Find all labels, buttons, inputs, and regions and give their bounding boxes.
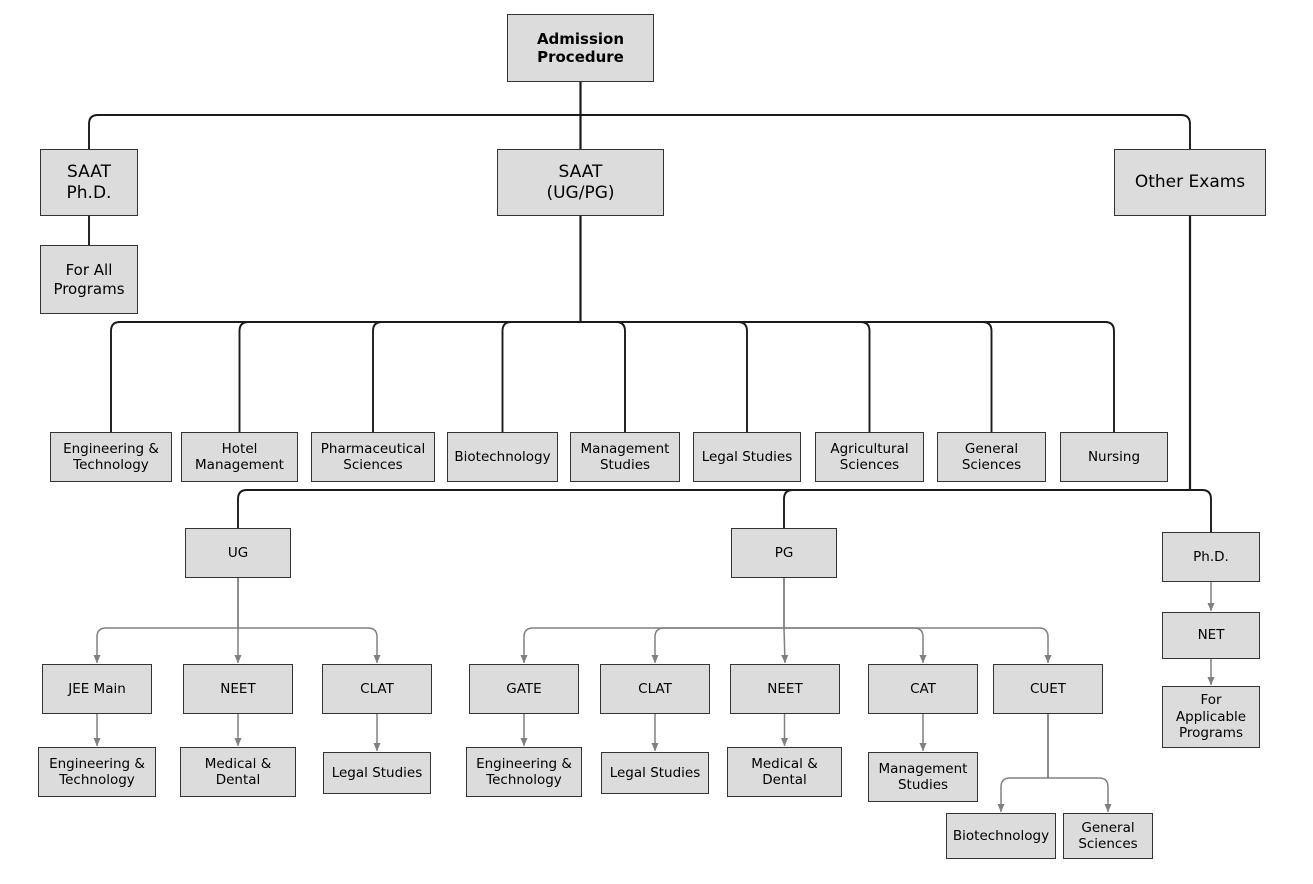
node-o-biotech-cuet: Biotechnology	[946, 813, 1056, 859]
node-o-applicable: For Applicable Programs	[1162, 686, 1260, 748]
edge-saat-ugpg-s-legal	[580, 321, 748, 432]
edge-pg-e-neet-pg	[781, 627, 789, 664]
node-e-cat: CAT	[868, 664, 978, 714]
edge-saat-ugpg-s-hotel	[238, 321, 581, 432]
node-o-eng-pg: Engineering & Technology	[466, 747, 582, 797]
node-for-all: For All Programs	[40, 245, 138, 314]
node-s-legal: Legal Studies	[693, 432, 801, 482]
edge-pg-e-gate	[520, 627, 784, 664]
edge-ug-e-jee	[93, 627, 238, 664]
edge-other-exams-pg	[783, 489, 1190, 528]
node-saat-ugpg: SAAT (UG/PG)	[497, 149, 664, 216]
edge-pg-e-cuet	[784, 627, 1052, 664]
node-e-cuet: CUET	[993, 664, 1103, 714]
node-ug: UG	[185, 528, 291, 578]
node-s-eng: Engineering & Technology	[50, 432, 172, 482]
node-e-clat-pg: CLAT	[600, 664, 710, 714]
node-root: Admission Procedure	[507, 14, 654, 82]
edge-root-other-exams	[580, 114, 1191, 149]
node-s-agri: Agricultural Sciences	[815, 432, 924, 482]
edge-saat-ugpg-s-nursing	[580, 321, 1115, 432]
edge-saat-ugpg-s-eng	[110, 321, 581, 432]
node-o-legal-pg: Legal Studies	[601, 752, 709, 794]
node-e-clat-ug: CLAT	[322, 664, 432, 714]
node-o-med-ug: Medical & Dental	[180, 747, 296, 797]
node-e-neet-ug: NEET	[183, 664, 293, 714]
edge-pg-e-cat	[784, 627, 927, 664]
edge-root-saat-phd	[88, 114, 581, 149]
node-s-pharma: Pharmaceutical Sciences	[311, 432, 435, 482]
edge-other-exams-phd	[1190, 489, 1212, 532]
node-o-mgmt-pg: Management Studies	[868, 752, 978, 802]
node-s-mgmt: Management Studies	[570, 432, 680, 482]
node-o-eng-ug: Engineering & Technology	[38, 747, 156, 797]
node-e-gate: GATE	[469, 664, 579, 714]
node-e-neet-pg: NEET	[730, 664, 840, 714]
node-e-jee: JEE Main	[42, 664, 152, 714]
node-s-nursing: Nursing	[1060, 432, 1168, 482]
edge-saat-ugpg-s-agri	[580, 321, 871, 432]
edge-saat-ugpg-s-pharma	[372, 321, 581, 432]
edge-saat-ugpg-s-gensci	[580, 321, 993, 432]
node-saat-phd: SAAT Ph.D.	[40, 149, 138, 216]
node-s-gensci: General Sciences	[937, 432, 1046, 482]
edge-pg-e-clat-pg	[651, 627, 784, 664]
node-e-net: NET	[1162, 612, 1260, 659]
node-phd: Ph.D.	[1162, 532, 1260, 582]
edge-saat-ugpg-s-mgmt	[580, 321, 626, 432]
edge-ug-e-clat-ug	[238, 627, 381, 664]
node-pg: PG	[731, 528, 837, 578]
node-s-biotech: Biotechnology	[447, 432, 558, 482]
node-s-hotel: Hotel Management	[181, 432, 298, 482]
edge-saat-ugpg-s-biotech	[501, 321, 581, 432]
node-o-med-pg: Medical & Dental	[727, 747, 842, 797]
edge-e-cuet-o-gensci-cuet	[1048, 777, 1112, 813]
edge-other-exams-ug	[237, 489, 1190, 528]
node-o-gensci-cuet: General Sciences	[1063, 813, 1153, 859]
node-other-exams: Other Exams	[1114, 149, 1266, 216]
node-o-legal-ug: Legal Studies	[323, 752, 431, 794]
edge-e-cuet-o-biotech-cuet	[997, 777, 1048, 813]
